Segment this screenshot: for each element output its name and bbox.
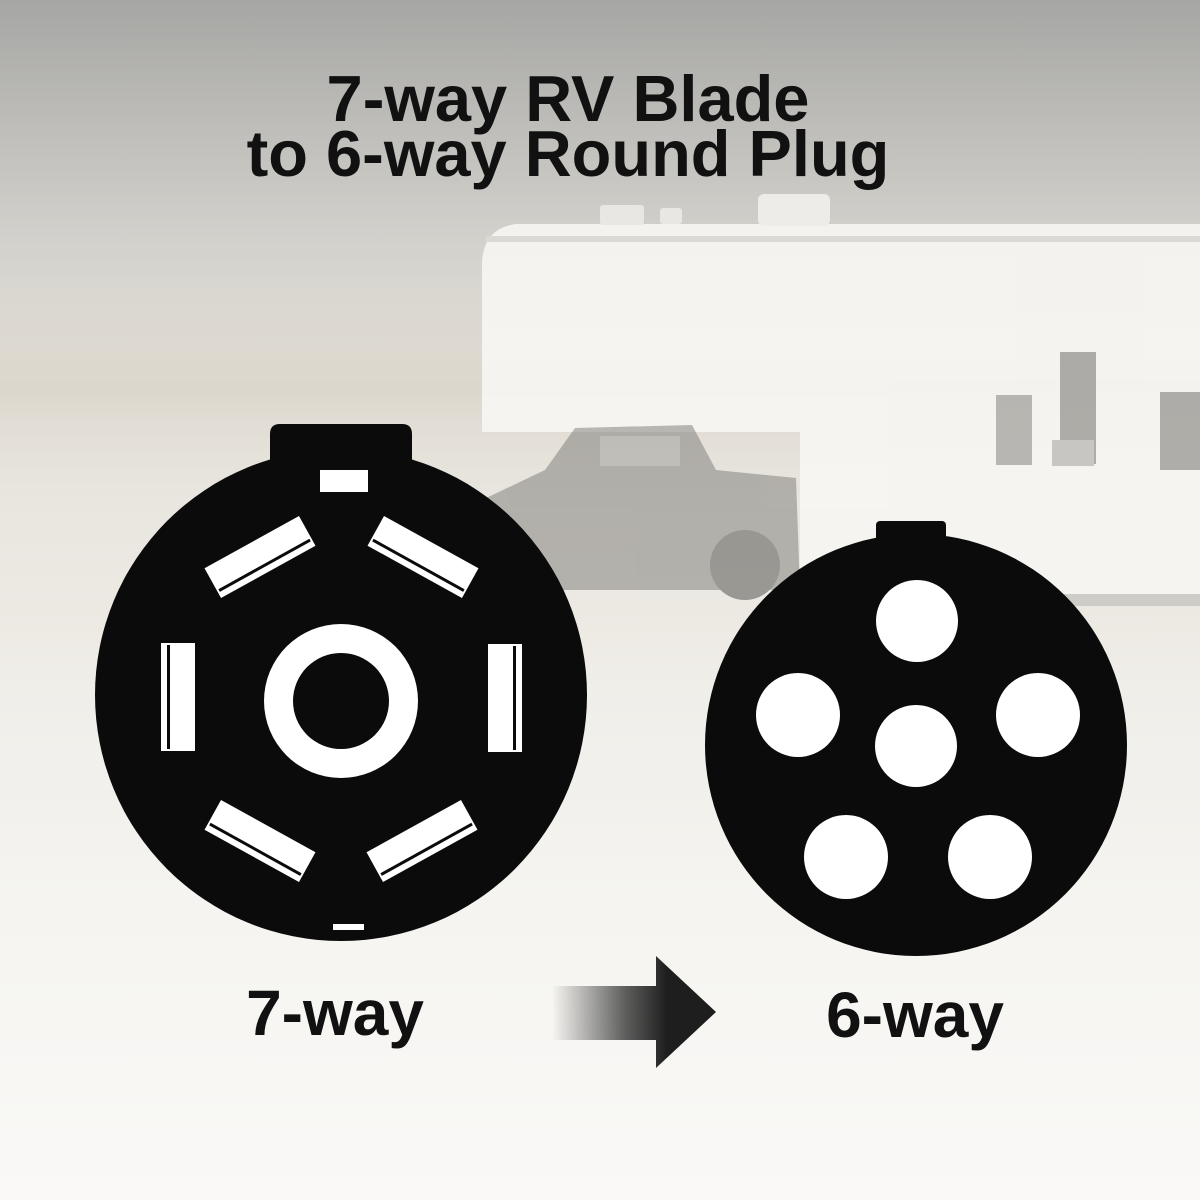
trailer-roof-vent bbox=[600, 205, 644, 225]
blade-terminal-top-left bbox=[204, 515, 316, 599]
pin-hole-bottom-right bbox=[948, 815, 1032, 899]
pin-hole-left bbox=[756, 673, 840, 757]
blade-divider-line bbox=[513, 646, 516, 750]
blade-terminal-bottom-right bbox=[366, 799, 478, 883]
blade-terminal-left bbox=[161, 643, 195, 751]
truck-wheel bbox=[710, 530, 780, 600]
six-way-connector bbox=[705, 521, 1127, 956]
blade-contact bbox=[161, 643, 195, 751]
seven-way-key-slot bbox=[320, 470, 368, 492]
blade-contact bbox=[204, 515, 316, 599]
trailer-window bbox=[1160, 392, 1200, 470]
title-line-1: 7-way RV Blade bbox=[326, 62, 810, 135]
pin-hole-center bbox=[875, 705, 957, 787]
blade-contact bbox=[488, 644, 522, 752]
trailer-roof-line bbox=[486, 236, 1200, 242]
blade-contact bbox=[204, 799, 316, 883]
center-pin-hole bbox=[293, 653, 389, 749]
seven-way-label: 7-way bbox=[246, 977, 424, 1049]
truck-window bbox=[600, 436, 680, 466]
seven-way-connector bbox=[95, 424, 587, 941]
blade-divider-line bbox=[218, 538, 311, 592]
blade-contact bbox=[366, 799, 478, 883]
seven-way-bottom-notch bbox=[333, 924, 364, 930]
arrow-right-icon bbox=[553, 956, 716, 1068]
trailer-window bbox=[996, 395, 1032, 465]
blade-terminal-right bbox=[488, 644, 522, 752]
trailer-roof-vent bbox=[660, 208, 682, 224]
pin-hole-right bbox=[996, 673, 1080, 757]
blade-divider-line bbox=[167, 645, 170, 749]
blade-contact bbox=[367, 515, 479, 599]
blade-terminal-bottom-left bbox=[204, 799, 316, 883]
trailer-window-ac bbox=[1052, 440, 1094, 466]
pin-hole-bottom-left bbox=[804, 815, 888, 899]
trailer-roof-ac-unit bbox=[758, 194, 830, 226]
rv-trailer bbox=[482, 194, 1200, 606]
blade-divider-line bbox=[209, 822, 302, 876]
pin-hole-top bbox=[876, 580, 958, 662]
blade-divider-line bbox=[372, 538, 465, 592]
blade-divider-line bbox=[380, 822, 473, 876]
blade-terminal-top-right bbox=[367, 515, 479, 599]
arrow-shape bbox=[553, 956, 716, 1068]
six-way-label: 6-way bbox=[826, 979, 1004, 1051]
title-line-2: to 6-way Round Plug bbox=[246, 117, 890, 190]
trailer-body bbox=[482, 224, 1200, 600]
page-title: 7-way RV Blade to 6-way Round Plug bbox=[68, 62, 1068, 190]
